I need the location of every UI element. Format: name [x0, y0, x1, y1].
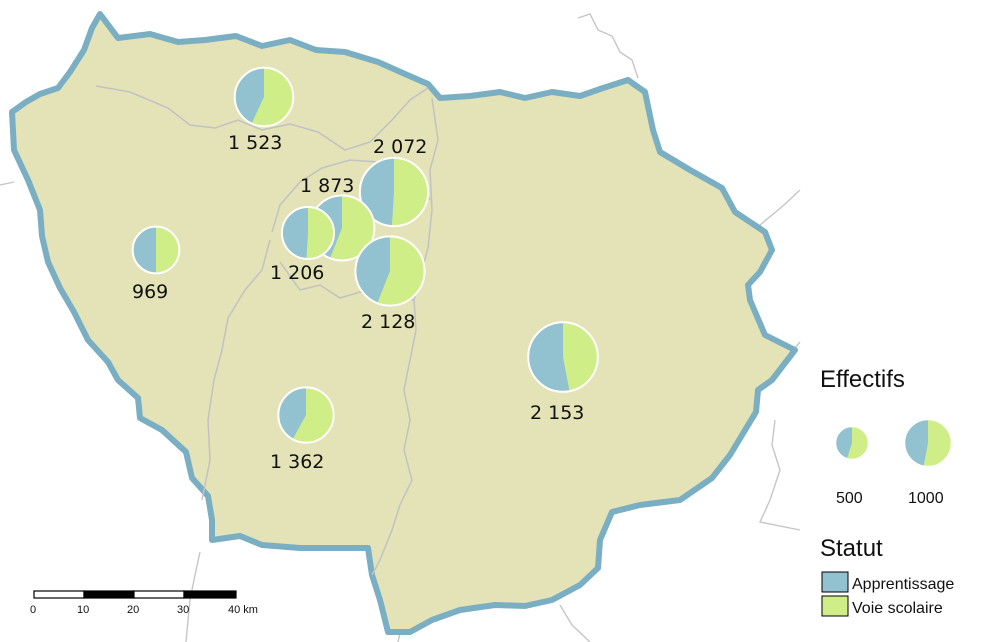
legend-swatch-apprentissage [821, 571, 849, 593]
pie-label-1206: 1 206 [270, 262, 324, 284]
legend-effectifs-title: Effectifs [820, 366, 905, 393]
legend: Effectifs 500 1000 Statut Apprentissage … [820, 366, 954, 617]
pie-969 [131, 225, 181, 275]
pie-2153-outline [527, 321, 599, 393]
pie-label-969: 969 [132, 281, 168, 303]
pie-1362-apprentissage-slice [278, 387, 306, 440]
pie-1523 [233, 66, 295, 128]
department-boundaries [95, 85, 439, 576]
legend-size-label-1000: 1000 [908, 490, 944, 507]
pie-2128-outline [354, 235, 426, 307]
legend-pie-1000-outline [903, 418, 953, 468]
legend-pie-500 [834, 425, 870, 461]
pie-label-2153: 2 153 [530, 402, 584, 424]
pie-2153 [527, 321, 599, 393]
pie-1362-outline [277, 386, 335, 444]
scale-tick-30: 30 [177, 604, 189, 616]
pie-labels: 1 523 2 072 1 873 1 206 969 2 128 2 153 … [132, 132, 584, 473]
scale-tick-0: 0 [30, 604, 36, 616]
pie-2072-outline [358, 156, 430, 228]
legend-label-voie-scolaire: Voie scolaire [852, 600, 943, 617]
pie-2128-apprentissage-slice [355, 236, 390, 304]
legend-pie-500-apprentissage-slice [835, 426, 852, 459]
legend-size-label-500: 500 [836, 490, 863, 507]
pie-label-1873: 1 873 [300, 175, 354, 197]
scale-tick-40: 40 km [228, 604, 258, 616]
scale-bar: 0 10 20 30 40 km [30, 590, 258, 616]
pie-label-2128: 2 128 [361, 311, 415, 333]
department-pies [131, 66, 599, 444]
pie-1362 [277, 386, 335, 444]
pie-1206-apprentissage-slice [281, 206, 308, 259]
pie-2128 [354, 235, 426, 307]
pie-969-outline [131, 225, 181, 275]
pie-1206 [280, 205, 336, 261]
pie-1523-outline [233, 66, 295, 128]
legend-swatch-voie-scolaire [821, 595, 849, 617]
pie-1523-apprentissage-slice [234, 67, 264, 124]
pie-label-1362: 1 362 [270, 451, 324, 473]
legend-pie-1000 [903, 418, 953, 468]
pie-969-apprentissage-slice [132, 226, 156, 274]
pie-2153-apprentissage-slice [528, 322, 570, 392]
legend-size-pies [834, 418, 953, 468]
legend-pie-1000-apprentissage-slice [904, 419, 928, 467]
pie-label-1523: 1 523 [228, 132, 282, 154]
legend-label-apprentissage: Apprentissage [852, 576, 954, 593]
legend-statut-title: Statut [820, 535, 883, 562]
scale-tick-10: 10 [77, 604, 89, 616]
pie-label-2072: 2 072 [373, 136, 427, 158]
pie-1206-outline [280, 205, 336, 261]
legend-pie-500-outline [834, 425, 870, 461]
scale-tick-20: 20 [127, 604, 139, 616]
region-outline [9, 11, 798, 635]
